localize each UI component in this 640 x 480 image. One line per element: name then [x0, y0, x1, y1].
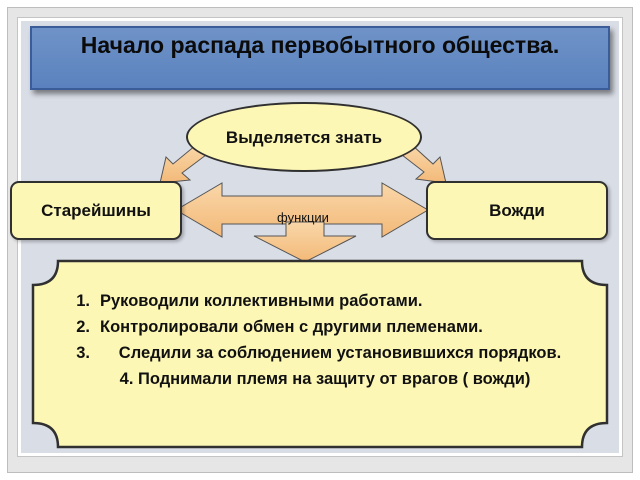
- arrow-label-functions: функции: [277, 210, 329, 225]
- list-item-text: Руководили коллективными работами.: [100, 292, 423, 310]
- list-item: 1. Руководили коллективными работами.: [70, 290, 580, 312]
- list-item-text: Следили за соблюдением установившихся по…: [118, 344, 562, 362]
- list-box-shape: [31, 259, 609, 449]
- title-banner: Начало распада первобытного общества.: [30, 26, 610, 90]
- node-chiefs: Вожди: [426, 181, 608, 240]
- list-item-text: Контролировали обмен с другими племенами…: [100, 318, 483, 336]
- arrow-down-to-list: [253, 221, 357, 263]
- list-item: 3. Следили за соблюдением установившихся…: [70, 342, 580, 364]
- list-item-text: 4. Поднимали племя на защиту от врагов (…: [119, 370, 531, 388]
- list-item: 2. Контролировали обмен с другими племен…: [70, 316, 580, 338]
- node-elders: Старейшины: [10, 181, 182, 240]
- functions-list-box: 1. Руководили коллективными работами. 2.…: [30, 258, 610, 450]
- list-item: 4. Поднимали племя на защиту от врагов (…: [70, 368, 580, 390]
- list-item-number: 2.: [76, 318, 90, 336]
- list-item-number: 3.: [76, 344, 90, 362]
- node-nobility: Выделяется знать: [186, 102, 422, 172]
- list-item-number: 1.: [76, 292, 90, 310]
- functions-list: 1. Руководили коллективными работами. 2.…: [70, 290, 580, 390]
- page-title: Начало распада первобытного общества.: [80, 32, 560, 58]
